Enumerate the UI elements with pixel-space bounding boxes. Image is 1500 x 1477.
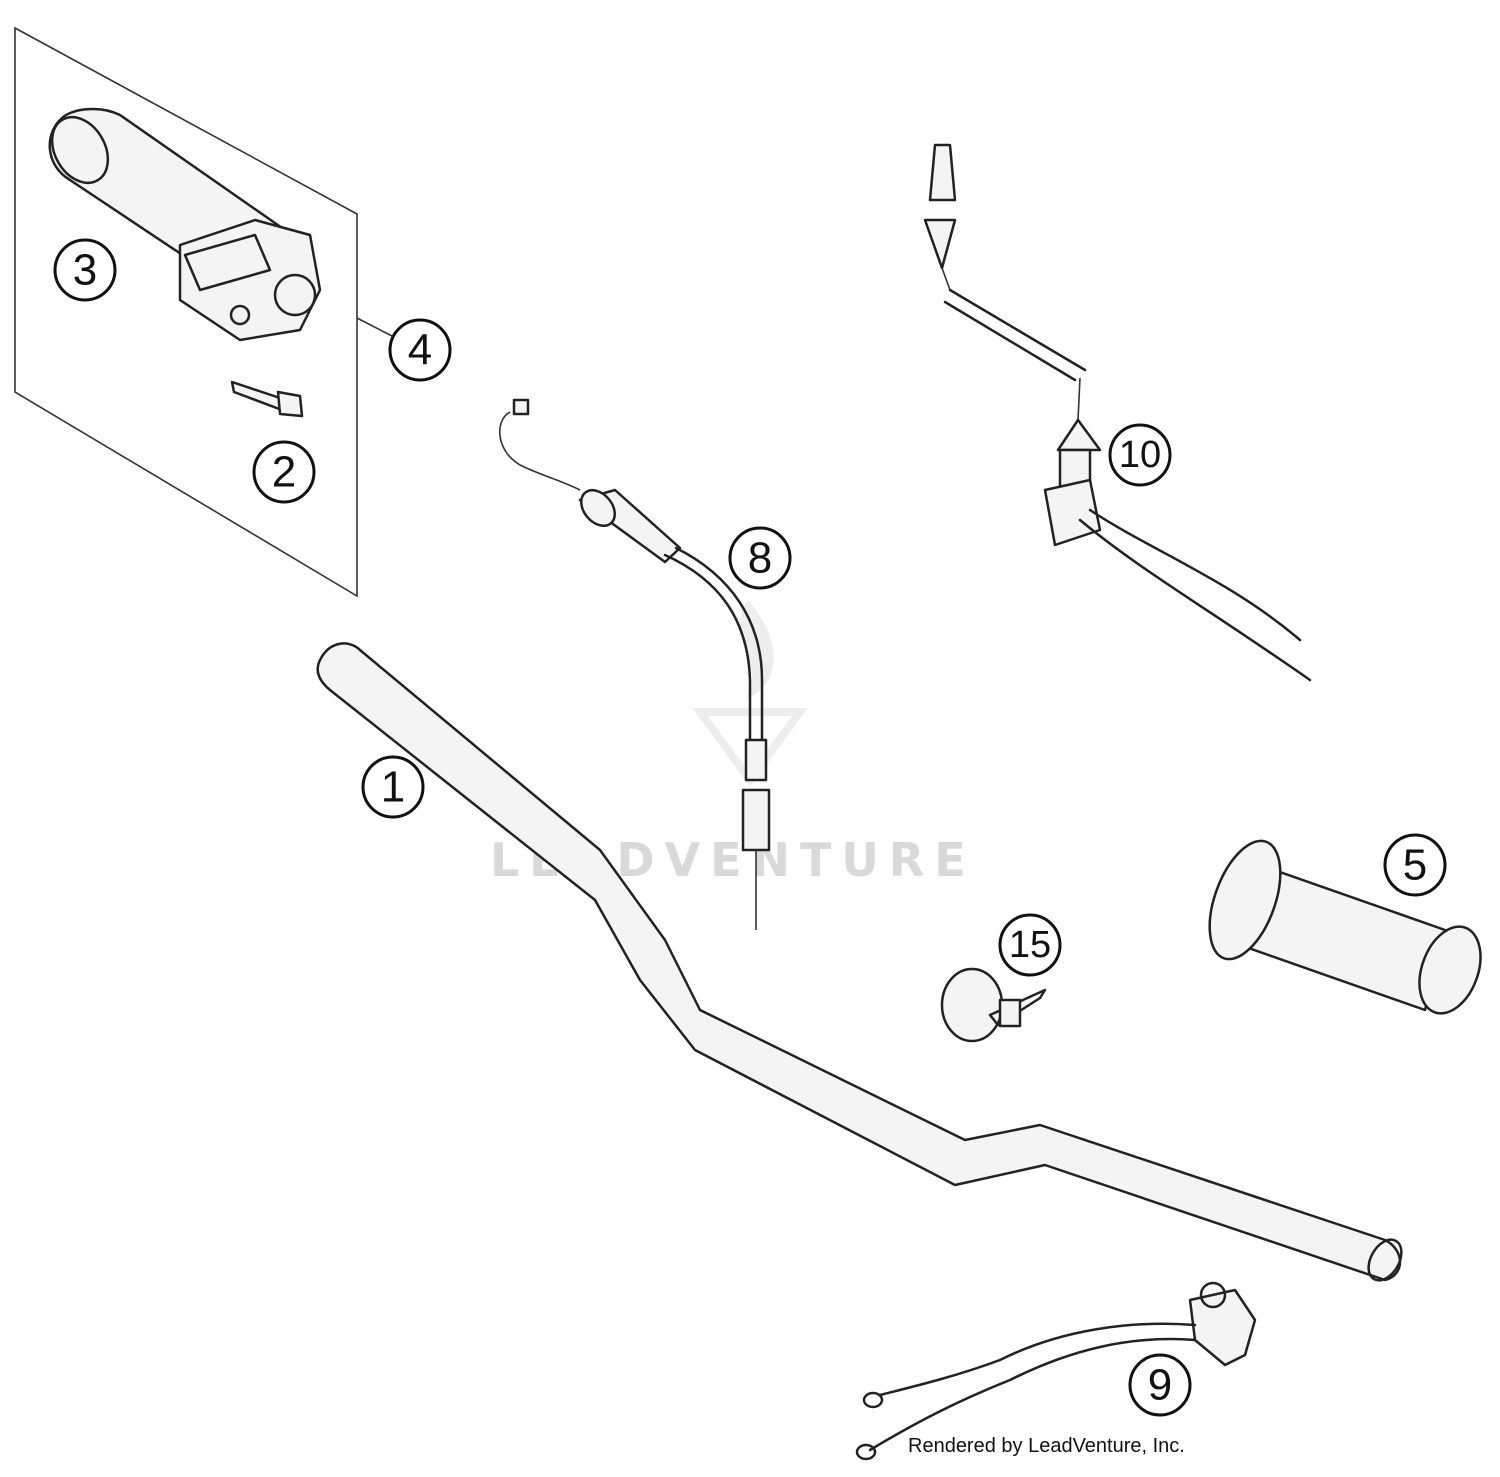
callout-label: 3 bbox=[73, 246, 97, 295]
callout-1: 1 bbox=[361, 755, 425, 819]
callout-label: 10 bbox=[1119, 434, 1161, 476]
callout-10: 10 bbox=[1108, 423, 1172, 487]
callout-label: 4 bbox=[408, 326, 432, 375]
callout-4: 4 bbox=[388, 318, 452, 382]
render-credit: Rendered by LeadVenture, Inc. bbox=[908, 1435, 1185, 1457]
throttle-assembly-box bbox=[14, 26, 393, 598]
cable-tie-part bbox=[940, 967, 1047, 1043]
throttle-grip-part bbox=[48, 107, 322, 342]
callout-9: 9 bbox=[1128, 1353, 1192, 1417]
callout-label: 9 bbox=[1148, 1361, 1172, 1410]
callout-label: 1 bbox=[381, 763, 405, 812]
callout-3: 3 bbox=[53, 238, 117, 302]
callout-label: 2 bbox=[272, 448, 296, 497]
kill-switch-part bbox=[923, 143, 1312, 682]
handlebar-part bbox=[316, 642, 1403, 1282]
callout-label: 15 bbox=[1009, 924, 1051, 966]
callout-2: 2 bbox=[252, 440, 316, 504]
throttle-cable-part bbox=[498, 398, 771, 930]
callout-label: 5 bbox=[1403, 841, 1427, 890]
callout-8: 8 bbox=[728, 526, 792, 590]
callout-15: 15 bbox=[998, 913, 1062, 977]
left-grip-part bbox=[1208, 839, 1482, 1015]
callout-label: 8 bbox=[748, 534, 772, 583]
callout-5: 5 bbox=[1383, 833, 1447, 897]
screw-part bbox=[230, 380, 304, 418]
switch-part bbox=[855, 1281, 1257, 1461]
